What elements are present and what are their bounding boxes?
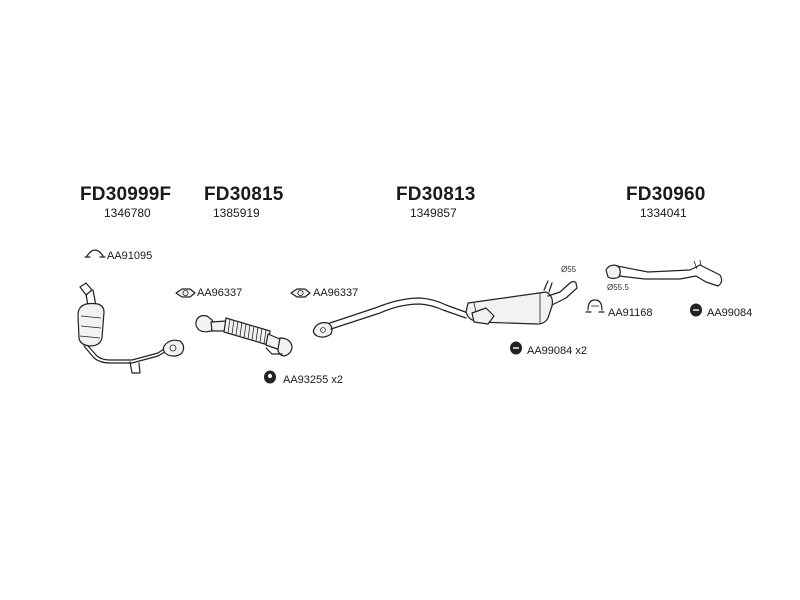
gasket-icon xyxy=(175,288,196,298)
catalytic-converter-pipe xyxy=(77,282,185,374)
group-code-front-catalyst: FD30999F xyxy=(80,184,172,205)
tail-pipe xyxy=(605,259,723,287)
rubber-mount-icon xyxy=(690,303,702,317)
group-code-middle-silencer: FD30813 xyxy=(396,184,476,205)
part-label-gasket-1: AA96337 xyxy=(197,287,243,299)
gasket-icon xyxy=(290,288,311,298)
group-ref-tail-pipe: 1334041 xyxy=(640,206,687,220)
rubber-mount-icon xyxy=(510,341,522,355)
dimension-label-rear-pipe: Ø55.5 xyxy=(607,283,629,292)
rubber-mount-icon xyxy=(264,370,276,384)
flexible-pipe xyxy=(195,315,293,357)
part-label-rubber-mount-rear: AA99084 xyxy=(707,307,753,319)
group-ref-middle-silencer: 1349857 xyxy=(410,206,457,220)
group-ref-flex-pipe: 1385919 xyxy=(213,206,260,220)
dimension-label-mid-pipe: Ø55 xyxy=(561,265,577,274)
part-label-clamp-front: AA91095 xyxy=(107,250,153,262)
clamp-icon xyxy=(84,249,106,258)
part-label-rubber-mount-mid: AA99084 x2 xyxy=(527,345,587,357)
group-code-flex-pipe: FD30815 xyxy=(204,184,284,205)
part-label-rubber-mount-front: AA93255 x2 xyxy=(283,374,343,386)
part-label-clamp-rear: AA91168 xyxy=(608,307,653,319)
middle-silencer-pipe xyxy=(312,280,578,338)
group-ref-front-catalyst: 1346780 xyxy=(104,206,151,220)
group-code-tail-pipe: FD30960 xyxy=(626,184,706,205)
part-label-gasket-2: AA96337 xyxy=(313,287,359,299)
clamp-icon xyxy=(585,299,605,313)
